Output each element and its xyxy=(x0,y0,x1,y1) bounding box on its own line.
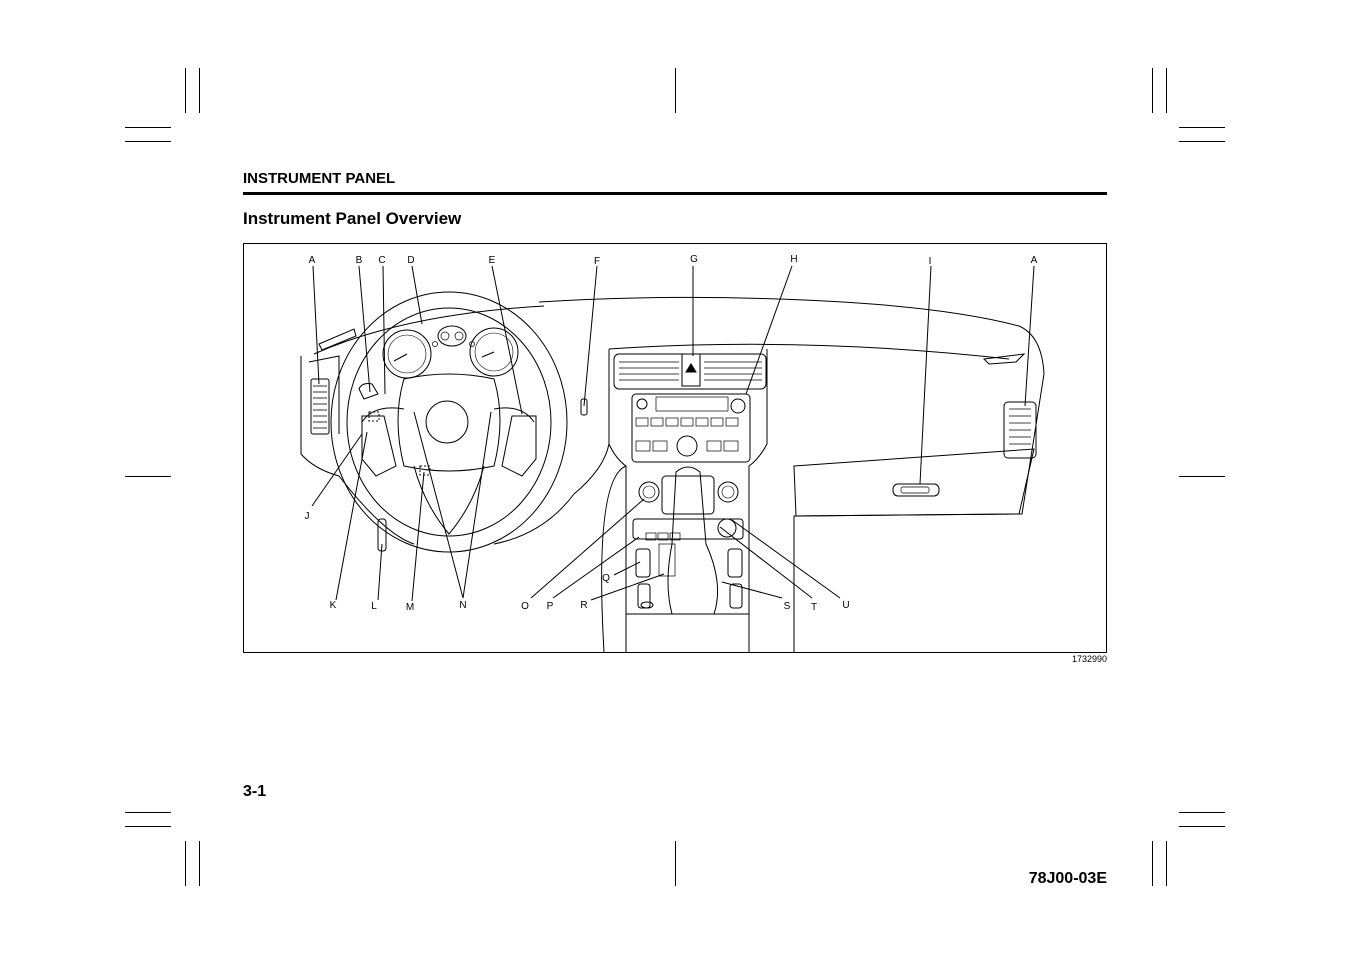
crop-mark xyxy=(675,68,676,113)
callout-j: J xyxy=(305,511,310,522)
crop-mark xyxy=(125,141,171,142)
page-heading: Instrument Panel Overview xyxy=(243,209,462,228)
crop-mark xyxy=(1166,68,1167,113)
crop-mark xyxy=(199,841,200,886)
callout-n: N xyxy=(459,600,466,611)
document-code: 78J00-03E xyxy=(1028,870,1107,887)
callout-q: Q xyxy=(602,573,610,584)
section-title: INSTRUMENT PANEL xyxy=(243,170,396,187)
instrument-panel-figure: A B C D E F G H I A J K L M N O P Q R S … xyxy=(243,243,1107,653)
crop-mark xyxy=(1179,812,1225,813)
crop-mark xyxy=(1179,127,1225,128)
callout-f: F xyxy=(594,256,600,267)
crop-mark xyxy=(1179,141,1225,142)
callout-a-left: A xyxy=(309,255,316,266)
callout-c: C xyxy=(378,255,385,266)
callout-m: M xyxy=(406,602,414,613)
crop-mark xyxy=(185,68,186,113)
section-divider xyxy=(243,192,1107,195)
callout-h: H xyxy=(790,254,797,265)
callout-b: B xyxy=(356,255,363,266)
figure-number: 1732990 xyxy=(1071,654,1107,664)
crop-mark xyxy=(1179,476,1225,477)
instrument-panel-illustration: A B C D E F G H I A J K L M N O P Q R S … xyxy=(300,254,1045,652)
callout-d: D xyxy=(407,255,414,266)
callout-r: R xyxy=(580,600,587,611)
callout-g: G xyxy=(690,254,698,265)
callout-o: O xyxy=(521,601,529,612)
callout-i: I xyxy=(929,256,932,267)
callout-e: E xyxy=(489,255,496,266)
crop-mark xyxy=(675,841,676,886)
crop-mark xyxy=(185,841,186,886)
callout-s: S xyxy=(784,601,791,612)
crop-mark xyxy=(125,826,171,827)
crop-mark xyxy=(1179,826,1225,827)
callout-u: U xyxy=(842,600,849,611)
crop-mark xyxy=(199,68,200,113)
callout-t: T xyxy=(811,602,817,613)
callout-p: P xyxy=(547,601,554,612)
crop-mark xyxy=(125,476,171,477)
crop-mark xyxy=(125,127,171,128)
crop-mark xyxy=(1152,68,1153,113)
crop-mark xyxy=(1166,841,1167,886)
callout-l: L xyxy=(371,601,377,612)
page-number: 3-1 xyxy=(243,783,267,800)
callout-k: K xyxy=(330,600,337,611)
crop-mark xyxy=(1152,841,1153,886)
crop-mark xyxy=(125,812,171,813)
callout-a-right: A xyxy=(1031,255,1038,266)
